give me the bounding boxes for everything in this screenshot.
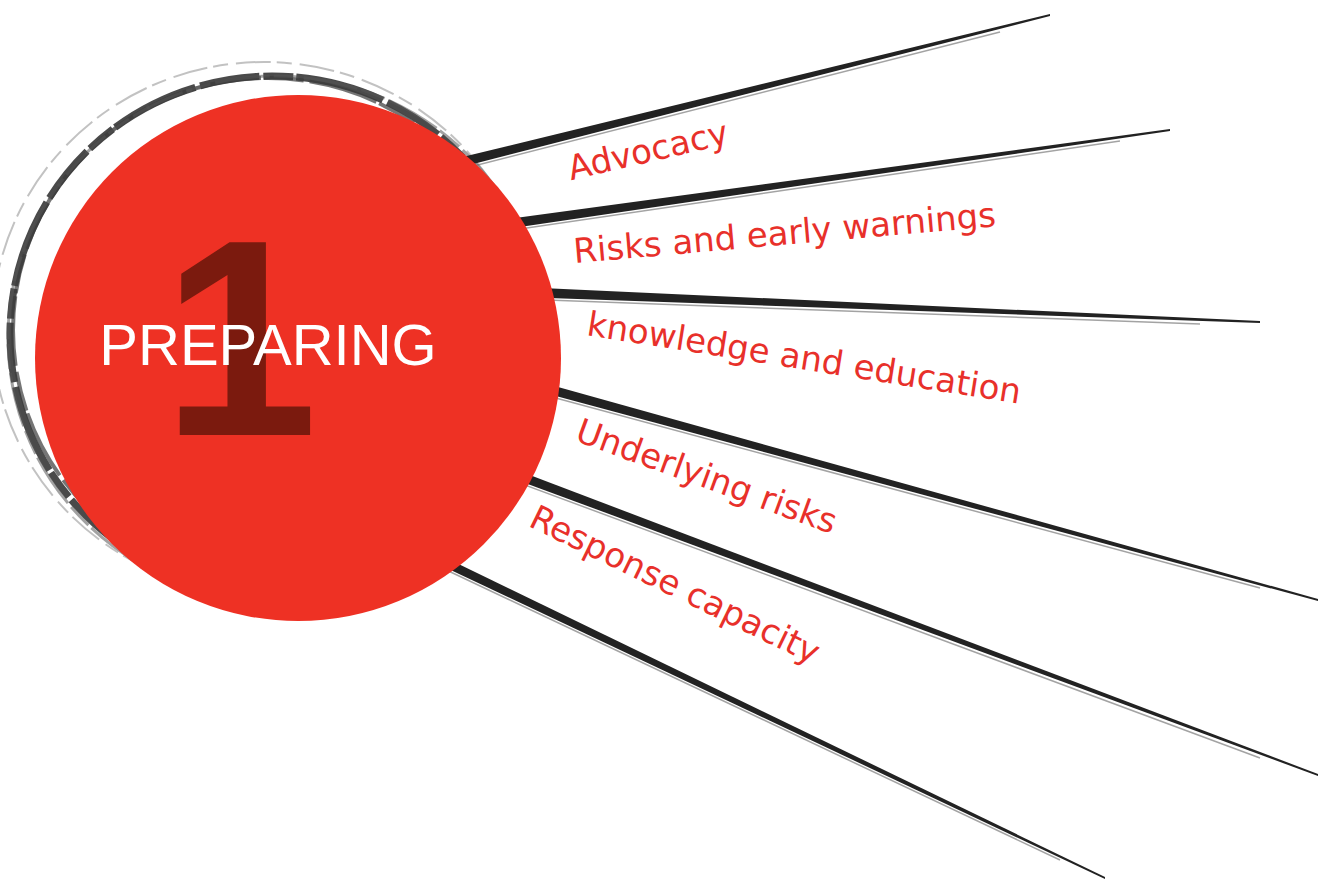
ray-texture (440, 32, 1260, 860)
stage-title: PREPARING (35, 316, 501, 374)
ray-stroke (440, 555, 1105, 879)
ray-label: Response capacity (525, 499, 825, 669)
ray-label: knowledge and education (585, 306, 1024, 408)
stage-circle: 1PREPARING (35, 95, 561, 621)
ray-label: Advocacy (564, 115, 731, 185)
ray-label: Underlying risks (572, 413, 842, 539)
ray-stroke (450, 14, 1050, 170)
ray-stroke (490, 460, 1318, 776)
ray-label: Risks and early warnings (572, 197, 997, 268)
ray-texture-line (490, 472, 1260, 758)
ray-texture-line (450, 32, 1000, 172)
rays (440, 14, 1318, 879)
